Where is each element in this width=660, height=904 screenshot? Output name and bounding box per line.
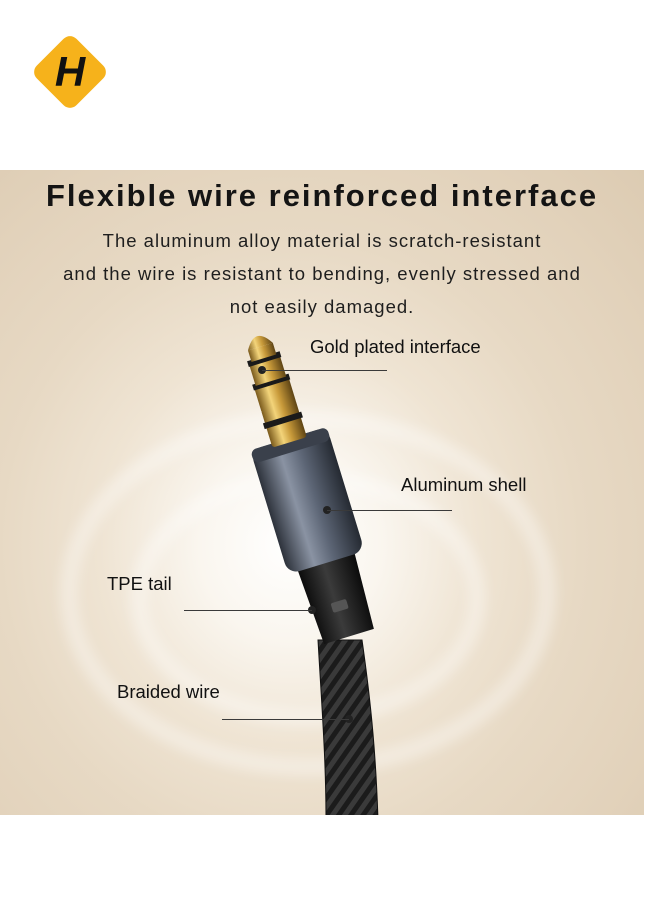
product-panel: Flexible wire reinforced interface The a… xyxy=(0,170,644,815)
callout-braided-wire: Braided wire xyxy=(117,681,220,702)
tail-vent xyxy=(331,599,349,613)
leader-shell xyxy=(327,510,452,511)
h-logo-icon: H xyxy=(34,36,106,108)
audio-cable-image xyxy=(247,335,379,815)
leader-braid xyxy=(222,719,349,720)
leader-tpe xyxy=(184,610,312,611)
callout-gold-plated-interface: Gold plated interface xyxy=(310,336,481,357)
logo-letter: H xyxy=(55,48,87,95)
tpe-tail xyxy=(295,546,374,645)
description-line-3: not easily damaged. xyxy=(229,296,415,317)
gold-plug-base xyxy=(261,399,307,447)
braided-wire xyxy=(317,639,379,815)
panel-title: Flexible wire reinforced interface xyxy=(45,178,599,213)
callout-tpe-tail: TPE tail xyxy=(107,573,172,594)
aluminum-shell xyxy=(253,429,362,572)
callout-aluminum-shell: Aluminum shell xyxy=(401,474,527,495)
leader-gold xyxy=(262,370,387,371)
description-line-2: and the wire is resistant to bending, ev… xyxy=(63,263,581,284)
description-line-1: The aluminum alloy material is scratch-r… xyxy=(102,230,542,251)
